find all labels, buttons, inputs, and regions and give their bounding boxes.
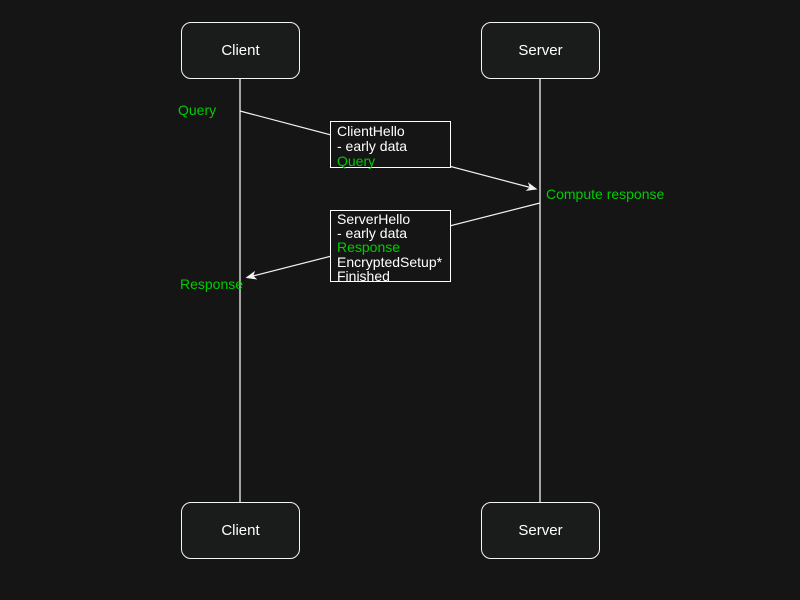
compute-response-label: Compute response	[546, 186, 665, 202]
query-action-label: Query	[178, 102, 217, 118]
serverhello-note-box: ServerHello - early data Response Encryp…	[330, 210, 451, 284]
serverhello-response-line: Response	[337, 239, 401, 256]
serverhello-finished-line: Finished	[337, 267, 390, 284]
clienthello-note-box: ClientHello - early data Query	[330, 121, 451, 169]
actor-label-client-top: Client	[221, 42, 260, 59]
actor-box-client-bottom: Client	[181, 502, 300, 559]
actor-box-client-top: Client	[181, 22, 300, 79]
clienthello-early-data-line: - early data	[337, 138, 408, 154]
actor-box-server-bottom: Server	[481, 502, 600, 559]
clienthello-line: ClientHello	[337, 123, 405, 139]
serverhello-encryptedsetup-line: EncryptedSetup*	[337, 253, 443, 270]
actor-label-client-bottom: Client	[221, 522, 260, 539]
response-action-label: Response	[180, 276, 244, 292]
clienthello-query-line: Query	[337, 153, 376, 169]
actor-label-server-top: Server	[518, 42, 563, 59]
serverhello-early-data-line: - early data	[337, 225, 408, 242]
actor-label-server-bottom: Server	[518, 522, 563, 539]
serverhello-line: ServerHello	[337, 211, 411, 227]
actor-box-server-top: Server	[481, 22, 600, 79]
